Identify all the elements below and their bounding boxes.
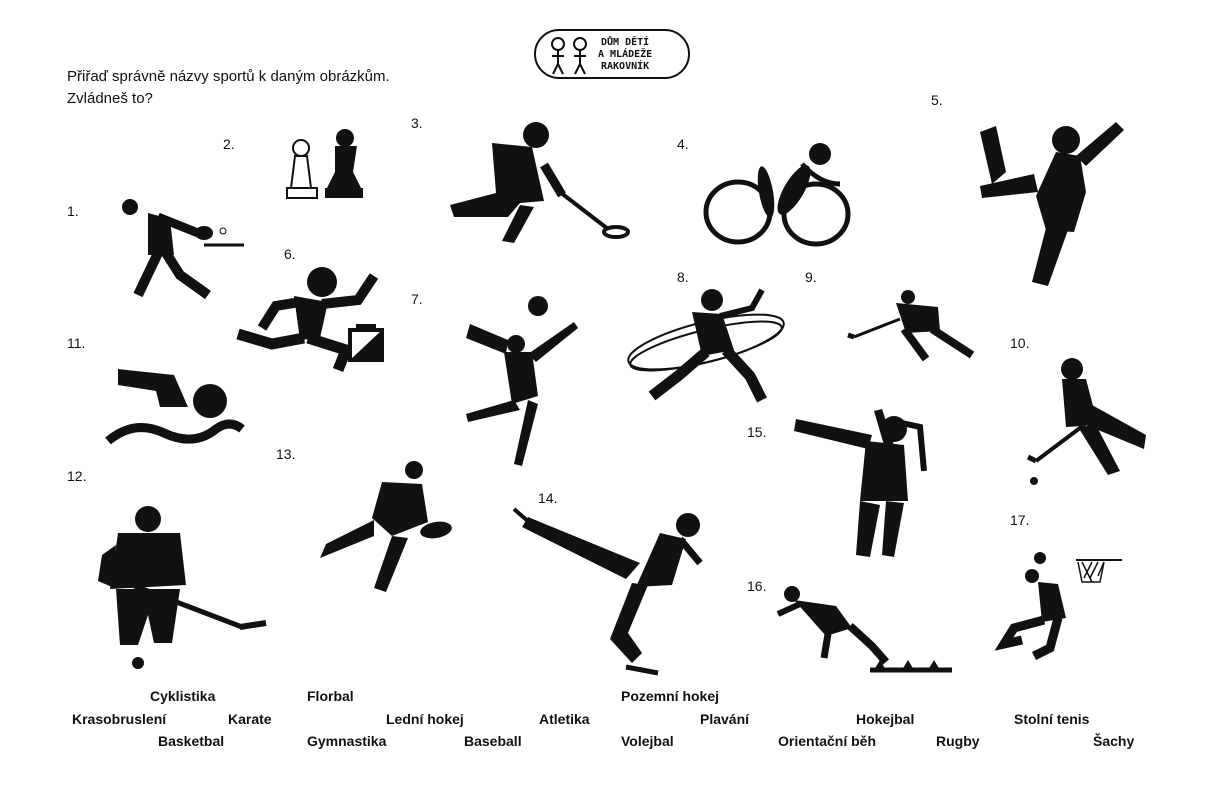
instruction-line-1: Přiřaď správně názvy sportů k daným obrá…	[67, 68, 390, 85]
logo-line-2: A MLÁDEŽE	[598, 49, 653, 60]
word-bank-item: Šachy	[1093, 733, 1135, 749]
number-3: 3.	[411, 115, 423, 131]
logo-line-3: RAKOVNÍK	[601, 61, 650, 72]
logo-text: DŮM DĚTÍ A MLÁDEŽE RAKOVNÍK	[598, 37, 652, 73]
athletics-icon	[776, 586, 952, 673]
field-hockey-icon	[1026, 358, 1146, 485]
logo: DŮM DĚTÍ A MLÁDEŽE RAKOVNÍK	[534, 29, 690, 79]
number-8: 8.	[677, 269, 689, 285]
number-13: 13.	[276, 446, 296, 462]
baseball-icon	[627, 288, 785, 403]
floorball-icon	[450, 122, 630, 243]
word-bank-item: Rugby	[936, 733, 980, 749]
orienteering-icon	[236, 267, 384, 373]
number-11: 11.	[67, 335, 86, 351]
ice-hockey-icon	[98, 506, 267, 669]
word-bank-item: Lední hokej	[386, 711, 464, 727]
word-bank-item: Cyklistika	[150, 688, 216, 704]
word-bank-item: Krasobruslení	[72, 711, 167, 727]
cycling-icon	[703, 143, 851, 247]
number-10: 10.	[1010, 335, 1030, 351]
word-bank-item: Volejbal	[621, 733, 674, 749]
number-4: 4.	[677, 136, 689, 152]
gymnastics-icon	[980, 122, 1124, 286]
number-15: 15.	[747, 424, 767, 440]
word-bank-item: Karate	[228, 711, 272, 727]
basketball-icon	[994, 552, 1122, 661]
number-17: 17.	[1010, 512, 1030, 528]
word-bank-item: Hokejbal	[856, 711, 915, 727]
number-7: 7.	[411, 291, 423, 307]
number-5: 5.	[931, 92, 943, 108]
word-bank-item: Plavání	[700, 711, 750, 727]
swimming-icon	[105, 369, 245, 445]
number-14: 14.	[538, 490, 558, 506]
karate-icon	[794, 409, 927, 557]
rugby-icon	[320, 461, 452, 592]
logo-line-1: DŮM DĚTÍ	[601, 37, 650, 48]
number-9: 9.	[805, 269, 817, 285]
number-16: 16.	[747, 578, 767, 594]
number-2: 2.	[223, 136, 235, 152]
instruction-line-2: Zvládneš to?	[67, 90, 153, 107]
number-6: 6.	[284, 246, 296, 262]
word-bank-item: Baseball	[464, 733, 522, 749]
number-1: 1.	[67, 203, 79, 219]
children-logo-icon	[551, 37, 587, 75]
instructions: Přiřaď správně názvy sportů k daným obrá…	[67, 66, 390, 110]
word-bank-item: Florbal	[307, 688, 354, 704]
volleyball-icon	[466, 296, 578, 466]
word-bank-item: Stolní tenis	[1014, 711, 1090, 727]
word-bank-item: Pozemní hokej	[621, 688, 720, 704]
hockeyball-icon	[847, 290, 975, 362]
table-tennis-icon	[122, 199, 244, 300]
word-bank-item: Gymnastika	[307, 733, 387, 749]
word-bank-item: Basketbal	[158, 733, 225, 749]
chess-icon	[286, 129, 363, 199]
word-bank-item: Atletika	[539, 711, 590, 727]
word-bank-item: Orientační běh	[778, 733, 877, 749]
figure-skating-icon	[512, 507, 703, 676]
number-12: 12.	[67, 468, 87, 484]
